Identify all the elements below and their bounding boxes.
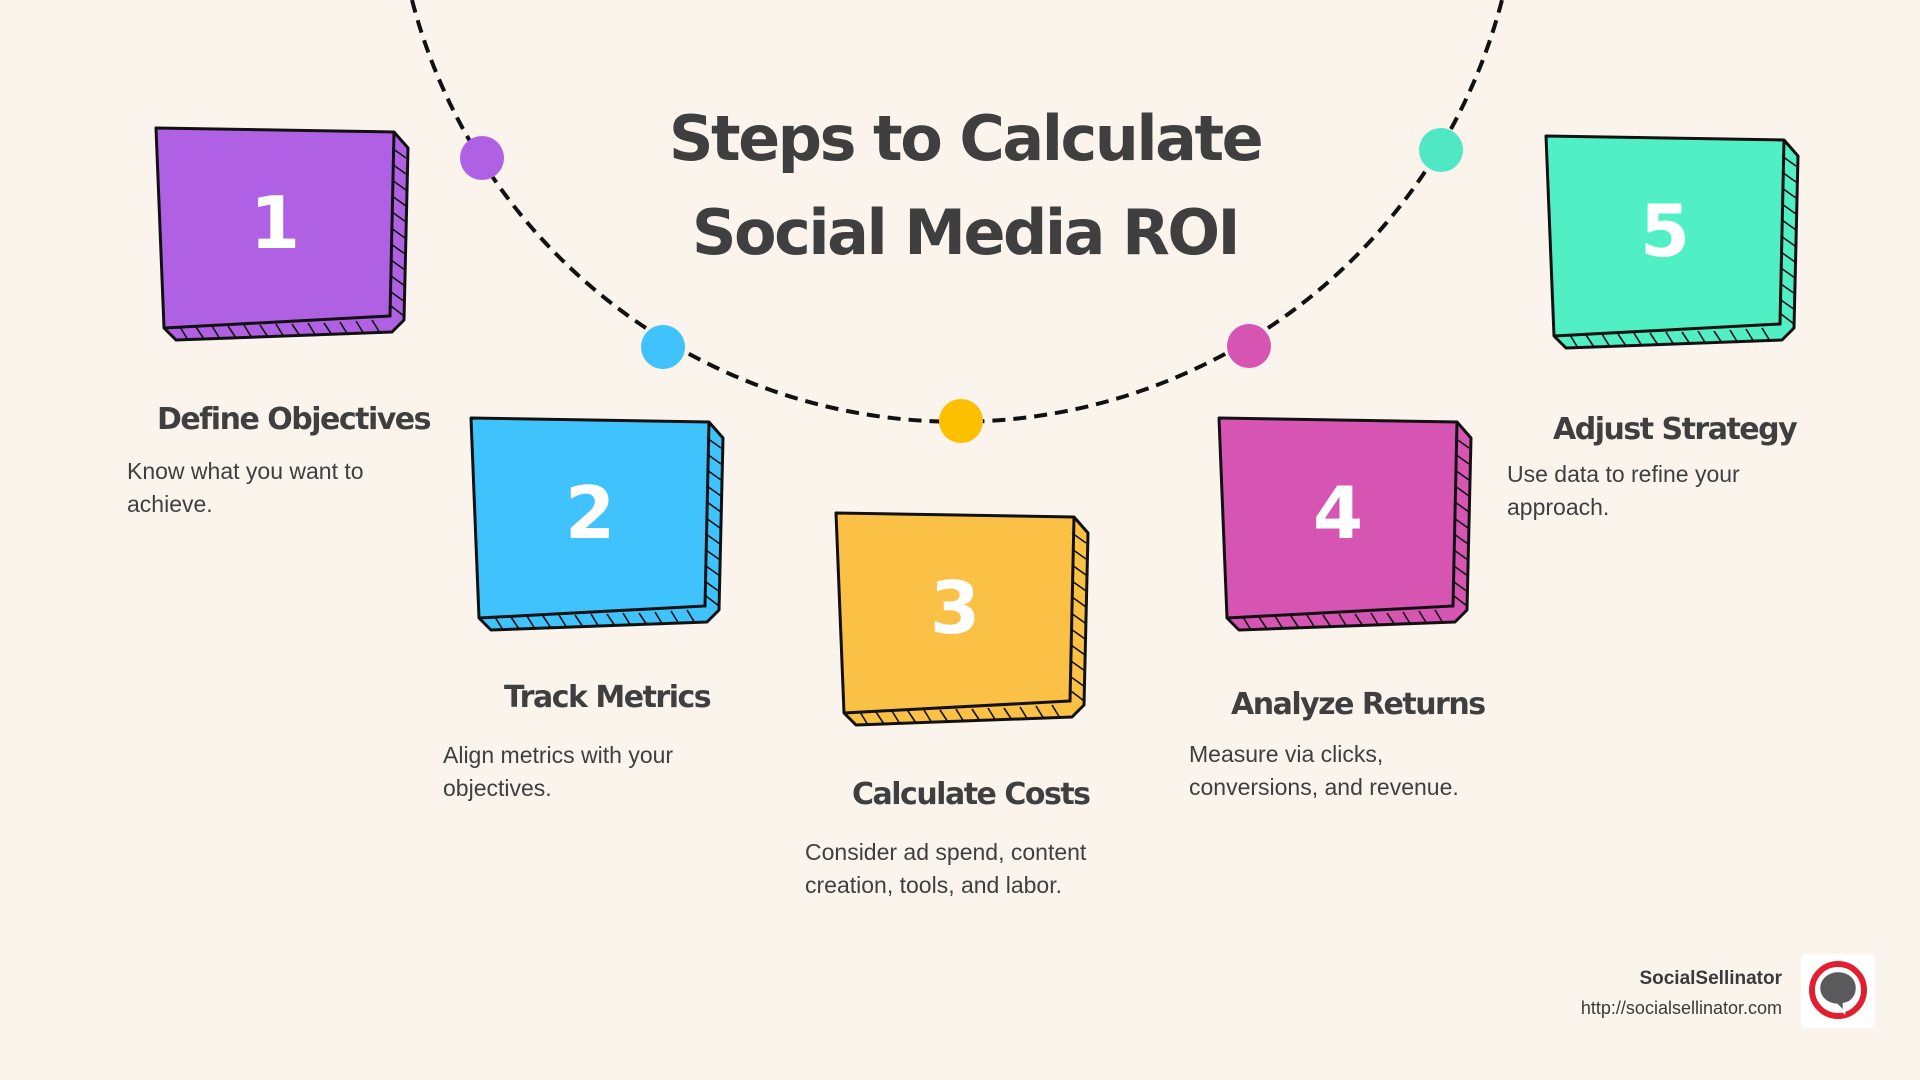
- step-5-description-line-2: approach.: [1507, 494, 1610, 520]
- brand-logo: [1801, 954, 1875, 1028]
- page-title: Steps to Calculate Social Media ROI: [660, 92, 1270, 280]
- speech-bubble-ring-icon: [1809, 961, 1867, 1019]
- step-2-title: Track Metrics: [504, 680, 712, 715]
- brand-name: SocialSellinator: [1639, 968, 1782, 989]
- step-3-description-line-1: Consider ad spend, content: [805, 839, 1087, 865]
- step-1-box: 1: [152, 120, 412, 345]
- step-4-title: Analyze Returns: [1231, 687, 1486, 722]
- step-2-description-line-2: objectives.: [443, 775, 552, 801]
- sketch-box-icon: [834, 511, 1090, 727]
- step-1-description-line-1: Know what you want to: [127, 458, 364, 484]
- step-2-number: 2: [564, 470, 616, 555]
- step-1-description-line-2: achieve.: [127, 491, 213, 517]
- step-4-description-line-2: conversions, and revenue.: [1189, 774, 1459, 800]
- sketch-box-icon: [1544, 134, 1800, 350]
- step-2-description-line-1: Align metrics with your: [443, 742, 674, 768]
- step-1-description: Know what you want to achieve.: [127, 455, 447, 521]
- step-1-number: 1: [249, 180, 301, 265]
- branding: SocialSellinator http://socialsellinator…: [1581, 965, 1782, 1023]
- step-1-title: Define Objectives: [157, 402, 432, 437]
- step-3-number: 3: [929, 565, 981, 650]
- timeline-dot-3: [939, 399, 983, 443]
- brand-url[interactable]: http://socialsellinator.com: [1580, 998, 1782, 1018]
- sketch-box-icon: [154, 126, 410, 342]
- step-5-description: Use data to refine your approach.: [1507, 458, 1827, 524]
- step-2-description: Align metrics with your objectives.: [443, 739, 763, 805]
- step-4-number: 4: [1312, 470, 1364, 555]
- timeline-dot-1: [460, 136, 504, 180]
- title-line-2: Social Media ROI: [691, 196, 1241, 269]
- step-4-description-line-1: Measure via clicks,: [1189, 741, 1384, 767]
- sketch-box-icon: [1217, 416, 1473, 632]
- step-3-description: Consider ad spend, content creation, too…: [805, 836, 1125, 902]
- step-4-box: 4: [1215, 410, 1475, 635]
- timeline-dot-4: [1227, 324, 1271, 368]
- step-5-description-line-1: Use data to refine your: [1507, 461, 1740, 487]
- step-5-title: Adjust Strategy: [1553, 412, 1798, 447]
- step-3-description-line-2: creation, tools, and labor.: [805, 872, 1062, 898]
- step-5-number: 5: [1639, 188, 1691, 273]
- step-2-box: 2: [467, 410, 727, 635]
- step-4-description: Measure via clicks, conversions, and rev…: [1189, 738, 1509, 804]
- step-3-box: 3: [832, 505, 1092, 730]
- timeline-dot-2: [641, 325, 685, 369]
- step-5-box: 5: [1542, 128, 1802, 353]
- sketch-box-icon: [469, 416, 725, 632]
- step-3-title: Calculate Costs: [852, 777, 1091, 812]
- title-line-1: Steps to Calculate: [668, 102, 1264, 175]
- timeline-dot-5: [1419, 128, 1463, 172]
